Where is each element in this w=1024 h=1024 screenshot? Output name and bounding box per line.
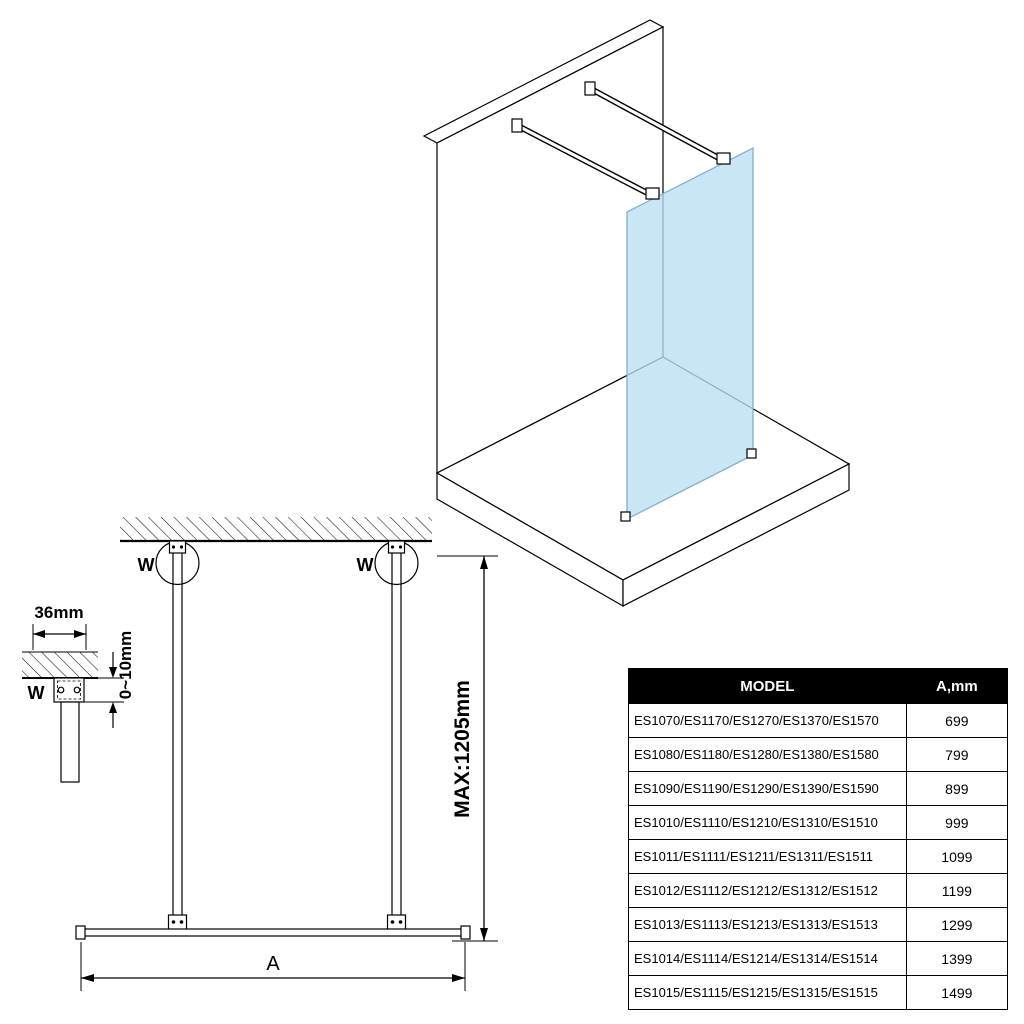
model-cell: ES1010/ES1110/ES1210/ES1310/ES1510 (628, 805, 907, 840)
glass-panel (626, 146, 754, 521)
model-cell: ES1015/ES1115/ES1215/ES1315/ES1515 (628, 975, 907, 1010)
support-bar-1 (518, 124, 657, 200)
wall-bracket-2 (584, 81, 596, 96)
a-cell: 1299 (905, 907, 1009, 942)
detail-view: 36mm W 0~1 (22, 603, 135, 783)
a-cell: 1199 (905, 873, 1009, 908)
end-cap-right (460, 925, 471, 940)
plan-view: W W MAX:1205mm A (75, 517, 498, 991)
gap-dimension: 0~10mm (84, 631, 135, 728)
a-dim-label: A (266, 953, 280, 975)
max-dimension: MAX:1205mm (437, 555, 498, 942)
wall-mount-left (168, 540, 187, 554)
model-cell: ES1012/ES1112/ES1212/ES1312/ES1512 (628, 873, 907, 908)
table-row: ES1070/ES1170/ES1270/ES1370/ES1570 699 (628, 703, 1009, 738)
model-table: MODEL A,mm ES1070/ES1170/ES1270/ES1370/E… (628, 668, 1009, 1010)
a-cell: 799 (905, 737, 1009, 772)
model-cell: ES1070/ES1170/ES1270/ES1370/ES1570 (628, 703, 907, 738)
model-cell: ES1090/ES1190/ES1290/ES1390/ES1590 (628, 771, 907, 806)
wall-section (22, 651, 98, 679)
glass-clamp-2 (716, 152, 731, 165)
glass-clamp-1 (645, 187, 660, 200)
glass-clamp-plan-right (386, 914, 407, 931)
iso-view (422, 19, 851, 608)
glass-clamp-plan-left (167, 914, 188, 931)
table-row: ES1014/ES1114/ES1214/ES1314/ES1514 1399 (628, 941, 1009, 976)
a-column-header: A,mm (905, 668, 1009, 704)
model-cell: ES1080/ES1180/ES1280/ES1380/ES1580 (628, 737, 907, 772)
model-cell: ES1011/ES1111/ES1211/ES1311/ES1511 (628, 839, 907, 874)
table-row: ES1013/ES1113/ES1213/ES1313/ES1513 1299 (628, 907, 1009, 942)
width-dimension: 36mm (32, 603, 87, 650)
max-dim-label: MAX:1205mm (451, 680, 474, 818)
model-column-header: MODEL (628, 668, 907, 704)
model-cell: ES1014/ES1114/ES1214/ES1314/ES1514 (628, 941, 907, 976)
table-row: ES1012/ES1112/ES1212/ES1312/ES1512 1199 (628, 873, 1009, 908)
a-cell: 1499 (905, 975, 1009, 1010)
w-label-right: W (357, 555, 374, 575)
wall-bracket-1 (511, 118, 523, 133)
glass-foot-1 (620, 511, 631, 522)
a-dimension: A (80, 942, 466, 991)
end-cap-left (75, 925, 86, 940)
support-bar-2 (591, 87, 728, 165)
a-cell: 1399 (905, 941, 1009, 976)
table-row: ES1010/ES1110/ES1210/ES1310/ES1510 999 (628, 805, 1009, 840)
table-row: ES1015/ES1115/ES1215/ES1315/ES1515 1499 (628, 975, 1009, 1010)
wall-bracket-section (53, 677, 85, 703)
table-row: ES1090/ES1190/ES1290/ES1390/ES1590 899 (628, 771, 1009, 806)
w-label-left: W (138, 555, 155, 575)
table-header-row: MODEL A,mm (628, 668, 1009, 704)
wall-mount-right (387, 540, 406, 554)
detail-w-label: W (28, 683, 45, 703)
model-cell: ES1013/ES1113/ES1213/ES1313/ES1513 (628, 907, 907, 942)
wall-hatch (120, 517, 432, 541)
pole-section (60, 701, 80, 783)
width-dim-label: 36mm (34, 603, 83, 622)
a-cell: 699 (905, 703, 1009, 738)
a-cell: 899 (905, 771, 1009, 806)
table-row: ES1011/ES1111/ES1211/ES1311/ES1511 1099 (628, 839, 1009, 874)
glass-edge-bar (83, 928, 463, 937)
table-row: ES1080/ES1180/ES1280/ES1380/ES1580 799 (628, 737, 1009, 772)
gap-dim-label: 0~10mm (116, 631, 135, 700)
a-cell: 1099 (905, 839, 1009, 874)
pole-left (172, 540, 183, 918)
a-cell: 999 (905, 805, 1009, 840)
pole-right (391, 540, 402, 918)
glass-foot-2 (746, 448, 757, 459)
